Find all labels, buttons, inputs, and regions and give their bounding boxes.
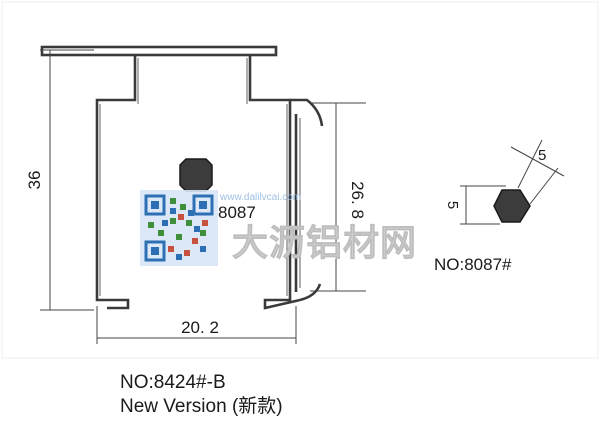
dim-slot-height-label: 26. 8	[348, 181, 367, 219]
hex-nut-inline	[179, 158, 213, 192]
hex-flat-label: 5	[444, 201, 461, 209]
detail-part-label: NO:8087#	[434, 255, 512, 274]
dim-height	[40, 49, 94, 311]
top-flange	[40, 45, 278, 57]
qr-code-icon	[140, 190, 218, 266]
watermark-brand: 大沥铝材网	[232, 223, 417, 264]
model-number: NO:8424#-B	[120, 372, 226, 393]
right-leg	[248, 55, 301, 310]
dim-slot-height	[310, 102, 366, 292]
profile-inner-lines	[99, 58, 301, 296]
clip-upper-hook	[290, 98, 324, 127]
watermark-url: www.dalilvcai.com	[219, 192, 301, 203]
hex-side-label: 5	[538, 147, 546, 164]
dim-width-label: 20. 2	[181, 318, 219, 337]
hex-detail	[460, 139, 565, 225]
dim-height-label: 36	[25, 171, 44, 190]
left-leg	[95, 55, 137, 310]
drawing-frame	[1, 1, 599, 359]
inline-part-label: 8087	[218, 203, 256, 222]
dim-width	[96, 306, 297, 344]
clip-lower-hook	[299, 283, 322, 302]
profile-outline	[40, 45, 324, 310]
version-label: New Version (新款)	[120, 396, 283, 417]
hex-nut-detail	[493, 189, 531, 223]
